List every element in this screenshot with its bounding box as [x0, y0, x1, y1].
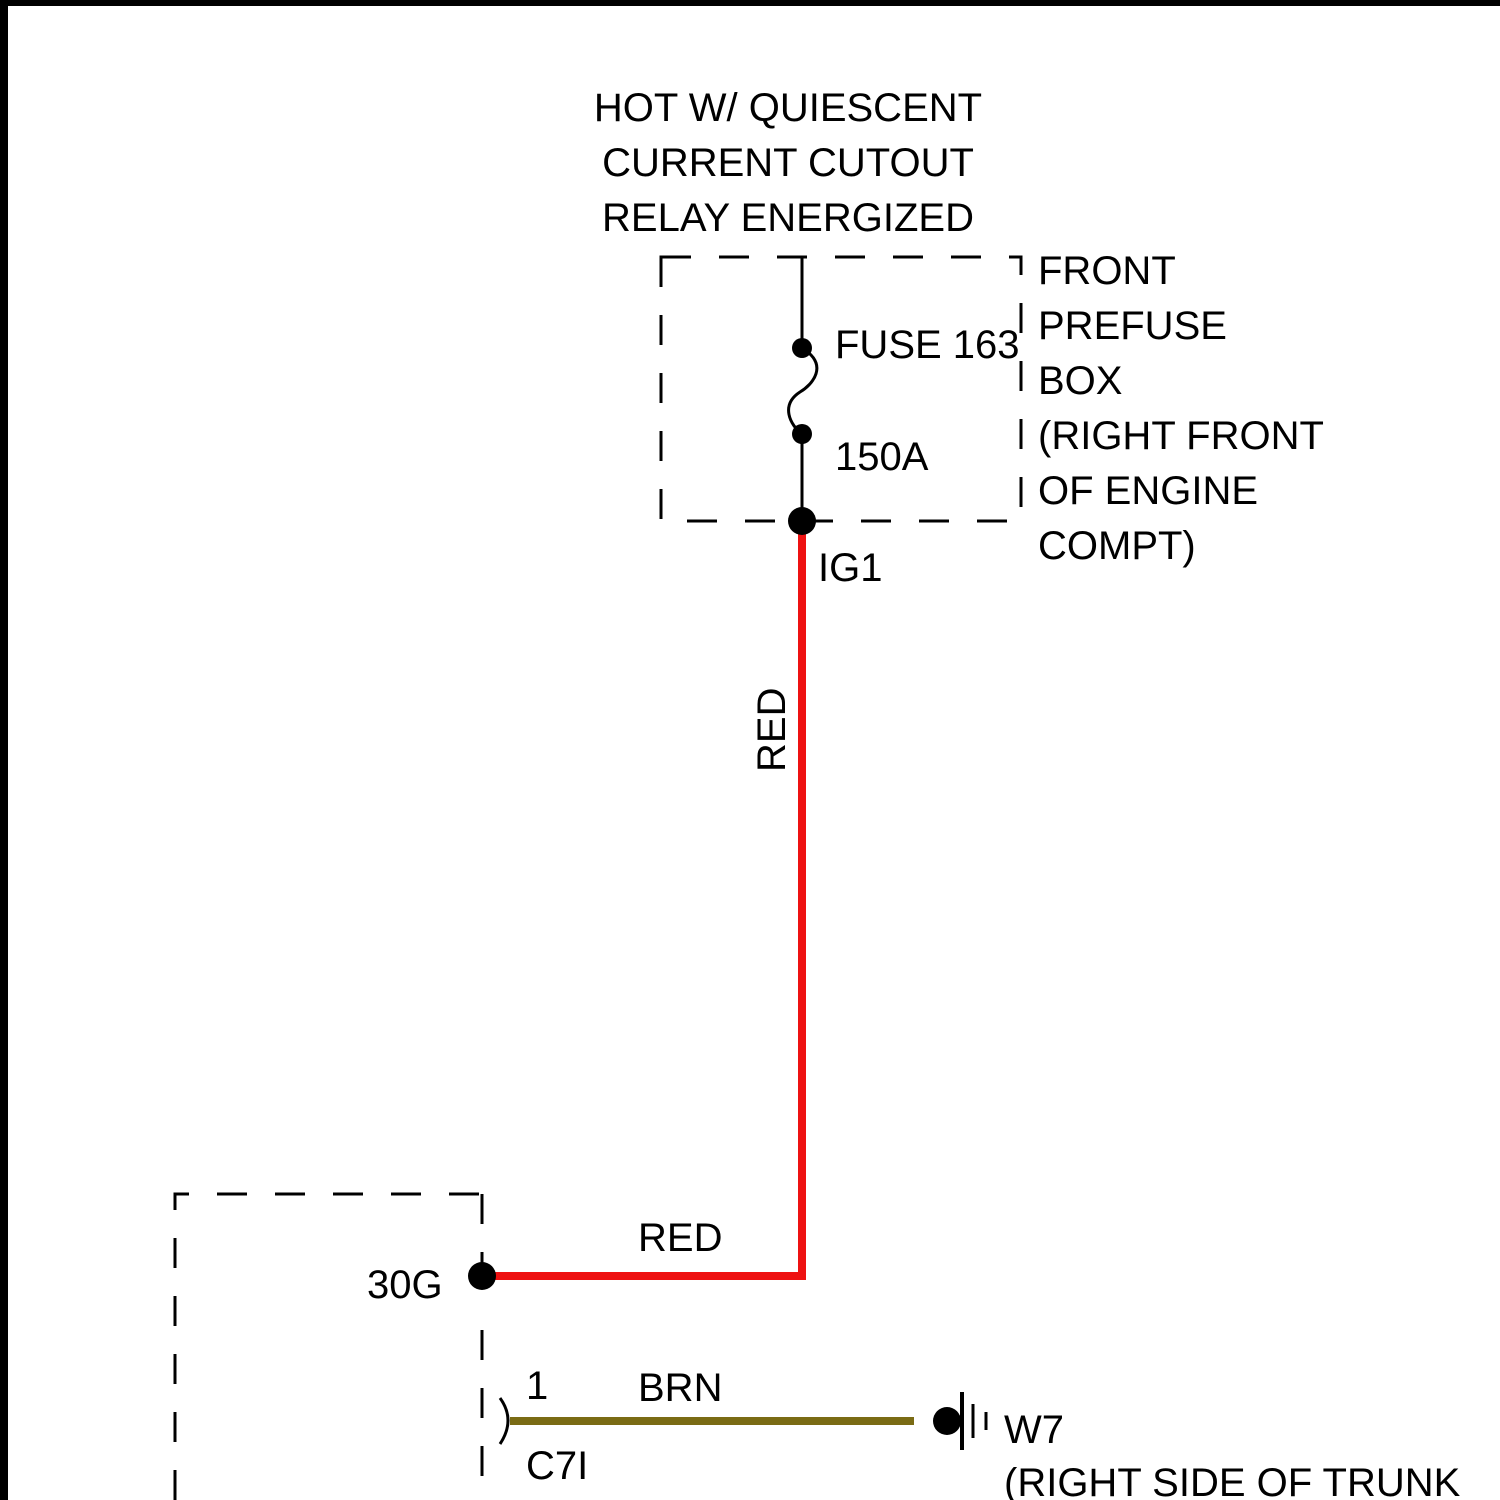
fuse-rating: 150A: [835, 435, 929, 479]
ig1-terminal: [788, 507, 816, 535]
prefuse-label-2: PREFUSE: [1038, 304, 1227, 348]
ground-point: [933, 1407, 961, 1435]
prefuse-label-5: OF ENGINE: [1038, 469, 1258, 513]
fuse-name: FUSE 163: [835, 323, 1020, 367]
fuse-element: [789, 348, 817, 434]
header-line-2: CURRENT CUTOUT: [602, 141, 974, 185]
module-outline-top: [175, 1194, 482, 1500]
connector-c7i-symbol: [500, 1398, 508, 1444]
terminal-30g-label: 30G: [367, 1263, 443, 1307]
red-wire: [482, 521, 802, 1276]
header-line-3: RELAY ENERGIZED: [602, 196, 974, 240]
ig1-label: IG1: [818, 546, 882, 590]
prefuse-label-1: FRONT: [1038, 249, 1176, 293]
connector-c7i-label: C7I: [526, 1444, 588, 1488]
red-wire-label-vertical: RED: [750, 688, 794, 772]
prefuse-label-4: (RIGHT FRONT: [1038, 414, 1324, 458]
ground-name: W7: [1004, 1408, 1064, 1452]
prefuse-label-3: BOX: [1038, 359, 1122, 403]
ground-location: (RIGHT SIDE OF TRUNK: [1004, 1461, 1461, 1500]
terminal-30g: [468, 1262, 496, 1290]
pin-1-label: 1: [526, 1364, 548, 1408]
red-wire-label-horizontal: RED: [638, 1216, 722, 1260]
prefuse-box-outline: [661, 257, 1021, 521]
prefuse-label-6: COMPT): [1038, 524, 1196, 568]
header-line-1: HOT W/ QUIESCENT: [594, 86, 982, 130]
brn-wire-label: BRN: [638, 1366, 722, 1410]
